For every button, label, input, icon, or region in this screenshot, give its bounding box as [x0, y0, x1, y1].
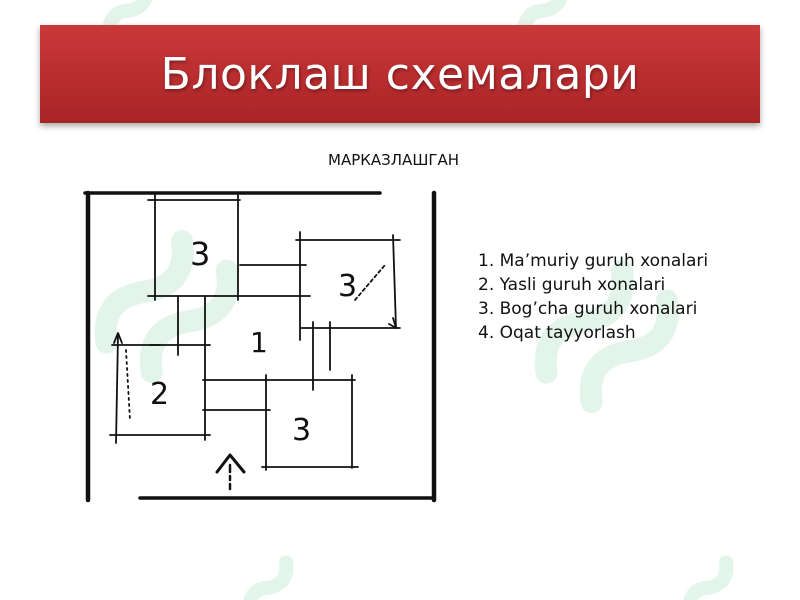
zone-number-kindergarten-bottom: 3 — [292, 413, 311, 448]
legend-item-nursery: 2. Yasli guruh xonalari — [478, 275, 666, 295]
arrow-up-dotted-icon — [215, 453, 246, 491]
zone-number-admin: 1 — [250, 326, 268, 359]
watermark-logo-bottom-right — [681, 555, 734, 600]
legend-item-kindergarten: 3. Bog’cha guruh xonalari — [478, 299, 698, 319]
zone-number-kindergarten-right: 3 — [338, 269, 357, 304]
watermark-logo-right — [534, 260, 679, 414]
legend: 1. Ma’muriy guruh xonalari 2. Yasli guru… — [478, 249, 778, 345]
legend-item-kitchen: 4. Oqat tayyorlash — [478, 323, 636, 343]
block-kindergarten-right — [295, 234, 401, 391]
watermark-logo-left — [94, 230, 239, 384]
zone-number-nursery: 2 — [150, 377, 169, 412]
zone-number-kindergarten-top: 3 — [190, 235, 210, 273]
block-kindergarten-top — [147, 194, 311, 301]
site-boundary — [83, 190, 437, 503]
block-admin-central — [149, 231, 356, 441]
title-banner: Блоклаш схемалари — [40, 25, 760, 123]
diagram-label: МАРКАЗЛАШГАН — [328, 151, 460, 169]
watermark-logo-top-right — [516, 0, 569, 44]
legend-item-admin: 1. Ma’muriy guruh xonalari — [478, 251, 709, 271]
block-kindergarten-bottom — [261, 374, 359, 471]
page-title: Блоклаш схемалари — [160, 48, 640, 100]
watermark-logo-bottom-left — [241, 555, 294, 600]
block-nursery-left — [109, 332, 211, 444]
watermark-logo-top — [101, 0, 154, 44]
